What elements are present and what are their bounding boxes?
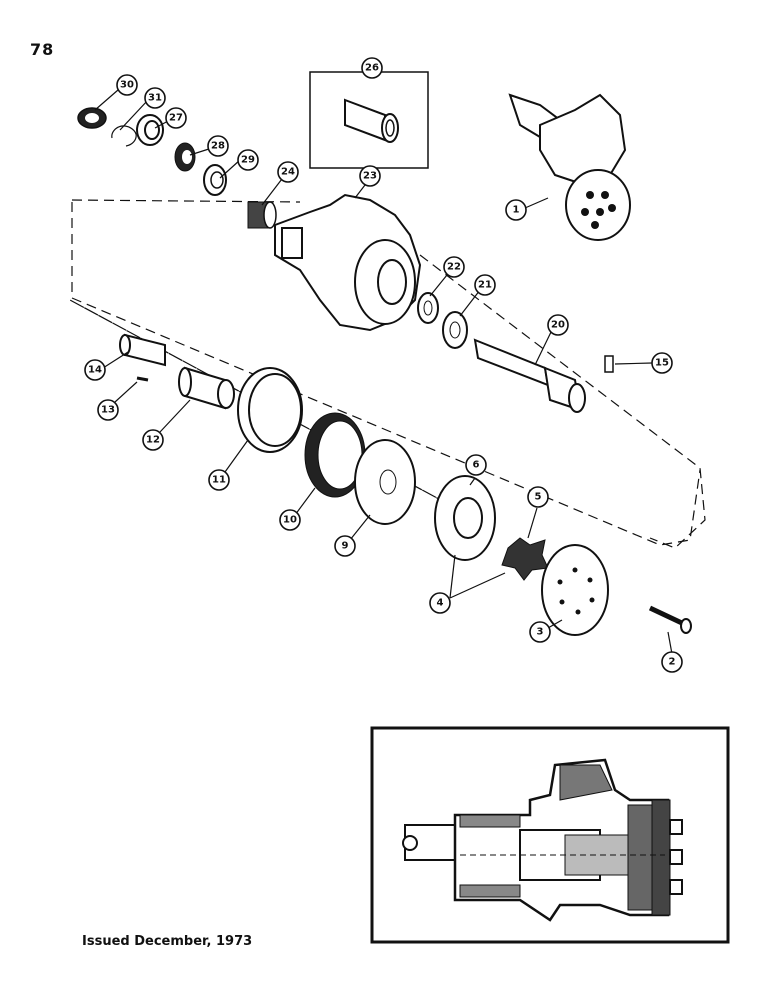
svg-text:2: 2 [669, 657, 676, 668]
part-24-needle-bearing [247, 201, 277, 229]
svg-text:1: 1 [513, 205, 520, 216]
part-13-pin [136, 376, 149, 382]
part-11-ring [237, 367, 303, 453]
callout-23: 23 [359, 165, 381, 187]
svg-text:26: 26 [365, 63, 379, 74]
callout-21: 21 [474, 274, 496, 296]
part-5-rotor [501, 537, 549, 581]
page-number: 78 [30, 40, 55, 59]
svg-text:14: 14 [88, 365, 102, 376]
part-22-washer [417, 292, 439, 324]
part-27-bearing [136, 114, 164, 146]
callout-3: 3 [529, 621, 551, 643]
svg-text:10: 10 [283, 515, 297, 526]
svg-text:29: 29 [241, 155, 255, 166]
svg-text:24: 24 [281, 167, 295, 178]
part-23-housing [274, 193, 422, 332]
callout-30: 30 [116, 74, 138, 96]
part-14-coupling [119, 333, 166, 367]
part-28-seal [174, 142, 196, 172]
callout-24: 24 [277, 161, 299, 183]
part-29-washer [203, 164, 227, 196]
svg-text:30: 30 [120, 80, 134, 91]
svg-text:4: 4 [437, 598, 444, 609]
callout-22: 22 [443, 256, 465, 278]
callout-15: 15 [651, 352, 673, 374]
svg-text:22: 22 [447, 262, 461, 273]
svg-text:20: 20 [551, 320, 565, 331]
svg-text:9: 9 [342, 541, 349, 552]
part-15-pin [604, 355, 614, 373]
part-2-bolt [648, 605, 692, 634]
svg-text:27: 27 [169, 113, 183, 124]
part-1-motor-assembly [508, 93, 631, 241]
part-31-snap-ring [111, 125, 137, 147]
part-3-end-cap [541, 544, 609, 636]
callout-12: 12 [142, 429, 164, 451]
svg-text:21: 21 [478, 280, 492, 291]
svg-text:11: 11 [212, 475, 226, 486]
callout-9: 9 [334, 535, 356, 557]
svg-text:12: 12 [146, 435, 160, 446]
part-21-thrust-plate [442, 311, 468, 349]
callout-10: 10 [279, 509, 301, 531]
cross-section-drawing [402, 758, 683, 922]
callout-4: 4 [429, 592, 451, 614]
part-12-spacer [178, 366, 235, 410]
svg-text:13: 13 [101, 405, 115, 416]
callout-28: 28 [207, 135, 229, 157]
callout-27: 27 [165, 107, 187, 129]
part-26-bushing [344, 98, 399, 143]
leader-lines [94, 89, 673, 655]
part-10-ring-gear [304, 412, 366, 498]
callout-29: 29 [237, 149, 259, 171]
part-6-rotor-set [434, 475, 496, 561]
svg-text:6: 6 [473, 460, 480, 471]
subassembly-dashed-boundary [69, 199, 706, 549]
callout-5: 5 [527, 486, 549, 508]
callout-6: 6 [465, 454, 487, 476]
callout-20: 20 [547, 314, 569, 336]
part-30-seal [77, 107, 107, 129]
svg-text:15: 15 [655, 358, 669, 369]
issued-date: Issued December, 1973 [82, 934, 253, 949]
callout-13: 13 [97, 399, 119, 421]
callout-1: 1 [505, 199, 527, 221]
svg-text:23: 23 [363, 171, 377, 182]
svg-text:3: 3 [537, 627, 544, 638]
svg-text:5: 5 [535, 492, 542, 503]
svg-text:28: 28 [211, 141, 225, 152]
callout-31: 31 [144, 87, 166, 109]
callout-2: 2 [661, 651, 683, 673]
callout-26: 26 [361, 57, 383, 79]
part-20-drive-shaft [473, 338, 586, 413]
part-9-plate [354, 439, 416, 525]
callout-14: 14 [84, 359, 106, 381]
svg-text:31: 31 [148, 93, 162, 104]
callout-11: 11 [208, 469, 230, 491]
subassembly-dashed-outline [71, 202, 701, 546]
